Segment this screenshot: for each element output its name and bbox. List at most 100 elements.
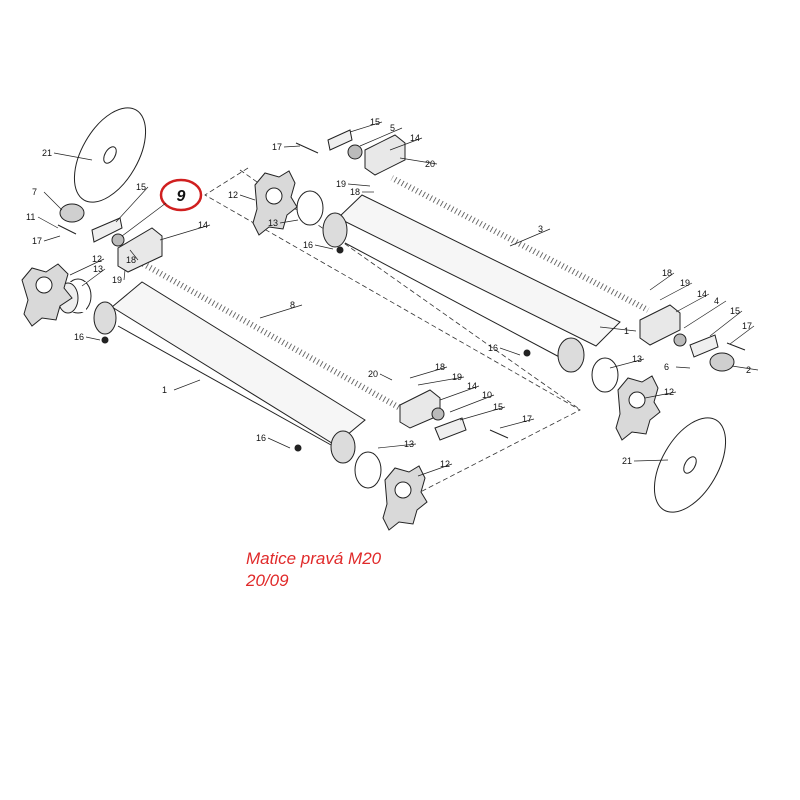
roller-end-cap-left bbox=[93, 301, 117, 335]
nut-4 bbox=[673, 333, 687, 347]
part-label-13: 13 bbox=[632, 354, 642, 364]
star-knob-hole-2 bbox=[394, 481, 412, 499]
star-knob-hole-4 bbox=[628, 391, 646, 409]
part-label-17: 17 bbox=[272, 142, 282, 152]
leader-line-12 bbox=[644, 391, 677, 399]
screw-16-rear-left bbox=[336, 246, 344, 254]
leader-line-17 bbox=[729, 325, 755, 345]
roller-edge-front bbox=[117, 325, 341, 451]
leader-line-4 bbox=[683, 300, 727, 329]
part-label-12: 12 bbox=[92, 254, 102, 264]
part-label-13: 13 bbox=[404, 439, 414, 449]
leader-line-12 bbox=[417, 463, 453, 477]
part-label-2: 2 bbox=[746, 365, 751, 375]
bearing-block-14-rear-right bbox=[639, 304, 681, 346]
plate-15-front-left bbox=[91, 217, 123, 243]
part-label-3: 3 bbox=[538, 224, 543, 234]
part-label-17: 17 bbox=[742, 321, 752, 331]
part-label-15: 15 bbox=[370, 117, 380, 127]
leader-line-20 bbox=[399, 157, 438, 165]
bushing-13-rear-left bbox=[296, 190, 324, 226]
leader-line-14 bbox=[675, 293, 710, 313]
rear-roller-assembly bbox=[57, 129, 746, 513]
leader-line-6 bbox=[675, 366, 691, 369]
leader-line-15 bbox=[349, 121, 383, 133]
nut-7 bbox=[59, 203, 85, 223]
screw-11-front-left bbox=[57, 224, 77, 235]
bushing-13-rear-right bbox=[591, 357, 619, 393]
leader-line-13 bbox=[609, 358, 645, 369]
leader-line-21 bbox=[53, 152, 93, 161]
leader-line-14 bbox=[389, 137, 423, 151]
part-label-16: 16 bbox=[488, 343, 498, 353]
leader-line-3 bbox=[509, 228, 551, 247]
leader-line-2 bbox=[731, 365, 759, 371]
leader-line-10 bbox=[449, 394, 495, 413]
part-label-4: 4 bbox=[714, 296, 719, 306]
leader-line-16 bbox=[85, 336, 101, 341]
part-label-18: 18 bbox=[350, 187, 360, 197]
leader-line-19 bbox=[347, 183, 371, 187]
part-label-21: 21 bbox=[622, 456, 632, 466]
part-label-19: 19 bbox=[452, 372, 462, 382]
threaded-shaft-rear bbox=[390, 175, 650, 313]
leader-line-9 bbox=[121, 202, 167, 237]
part-label-19: 19 bbox=[336, 179, 346, 189]
leader-line-18 bbox=[649, 272, 675, 291]
leader-line-14 bbox=[159, 224, 211, 241]
leader-line-13 bbox=[279, 219, 299, 224]
part-label-12: 12 bbox=[440, 459, 450, 469]
leader-line-5 bbox=[359, 127, 403, 147]
screw-17-front-right bbox=[489, 429, 509, 439]
part-label-1: 1 bbox=[624, 326, 629, 336]
leader-line-19 bbox=[417, 376, 465, 386]
part-label-16: 16 bbox=[256, 433, 266, 443]
nut-5 bbox=[347, 144, 363, 160]
part-label-7: 7 bbox=[32, 187, 37, 197]
leader-line-15 bbox=[459, 406, 506, 421]
leader-line-21 bbox=[633, 459, 669, 462]
part-label-17: 17 bbox=[522, 414, 532, 424]
part-label-17: 17 bbox=[32, 236, 42, 246]
plate-15-rear-left bbox=[327, 129, 353, 151]
part-label-14: 14 bbox=[410, 133, 420, 143]
screw-16-front-right bbox=[294, 444, 302, 452]
nut-9-highlighted-part bbox=[111, 233, 125, 247]
part-label-6: 6 bbox=[664, 362, 669, 372]
part-label-20: 20 bbox=[368, 369, 378, 379]
roller-end-cap-rear-right bbox=[557, 337, 585, 373]
part-label-13: 13 bbox=[93, 264, 103, 274]
part-number-labels: 2171117151419181213168117155142019181213… bbox=[26, 117, 752, 469]
bearing-block-14-front-left bbox=[117, 227, 163, 273]
star-knob-12-left bbox=[21, 263, 73, 327]
highlight-number: 9 bbox=[177, 188, 186, 205]
leader-line-1 bbox=[599, 326, 637, 332]
bearing-block-14-rear-left bbox=[364, 134, 406, 176]
screw-17-rear-right bbox=[726, 342, 746, 351]
roller-cover-front bbox=[111, 281, 366, 446]
disc-21-right-hole bbox=[683, 456, 697, 474]
front-roller-assembly bbox=[21, 107, 509, 531]
roller-end-cap-rear-left bbox=[322, 212, 348, 248]
highlight-circle bbox=[159, 178, 203, 212]
part-label-14: 14 bbox=[467, 381, 477, 391]
leader-line-12 bbox=[69, 258, 105, 276]
leader-line-8 bbox=[259, 304, 303, 319]
part-label-15: 15 bbox=[493, 402, 503, 412]
leader-line-19 bbox=[123, 269, 126, 281]
part-label-20: 20 bbox=[425, 159, 435, 169]
part-label-12: 12 bbox=[228, 190, 238, 200]
leader-line-15 bbox=[115, 186, 149, 223]
leader-line-15 bbox=[709, 310, 743, 337]
threaded-shaft-front bbox=[138, 259, 402, 411]
screw-16-front-left bbox=[101, 336, 109, 344]
part-label-19: 19 bbox=[680, 278, 690, 288]
plate-15-front-right bbox=[434, 417, 467, 441]
part-label-14: 14 bbox=[198, 220, 208, 230]
roller-end-cap-right bbox=[330, 430, 356, 464]
part-label-10: 10 bbox=[482, 390, 492, 400]
leader-line-16 bbox=[499, 347, 521, 356]
roller-cover-rear bbox=[337, 194, 621, 347]
part-label-15: 15 bbox=[730, 306, 740, 316]
